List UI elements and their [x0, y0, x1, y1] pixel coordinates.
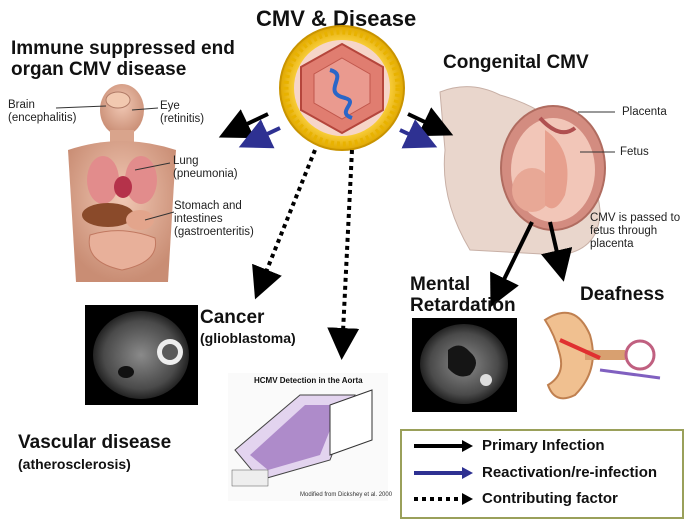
- cancer-heading: Cancer: [200, 307, 265, 328]
- legend-reactivation: Reactivation/re-infection: [412, 464, 657, 481]
- legend-reactivation-arrow-icon: [414, 466, 473, 479]
- aorta-panel-title: HCMV Detection in the Aorta: [254, 376, 363, 385]
- pregnant-woman-figure: [439, 86, 615, 256]
- legend-contributing-arrow-icon: [414, 492, 473, 505]
- label-eye: Eye (retinitis): [160, 100, 205, 125]
- mental-heading: Mental Retardation: [410, 274, 516, 316]
- legend-box: Primary Infection Reactivation/re-infect…: [400, 429, 684, 519]
- human-body-figure: [68, 84, 176, 282]
- cancer-subheading: (glioblastoma): [200, 330, 296, 346]
- vascular-heading: Vascular disease: [18, 432, 172, 453]
- congenital-heading: Congenital CMV: [443, 52, 589, 73]
- glioblastoma-mri-image: [85, 305, 198, 405]
- aorta-diagram: [228, 373, 388, 501]
- brain-ct-image: [412, 318, 517, 412]
- label-stomach: Stomach and intestines (gastroenteritis): [174, 200, 254, 238]
- immune-heading: Immune suppressed end organ CMV disease: [11, 38, 235, 80]
- label-brain: Brain (encephalitis): [8, 99, 77, 124]
- legend-reactivation-label: Reactivation/re-infection: [482, 464, 658, 481]
- contributing-factor-arrows: [252, 149, 360, 360]
- congenital-note: CMV is passed to fetus through placenta: [590, 212, 681, 250]
- legend-contributing-label: Contributing factor: [482, 490, 618, 507]
- label-fetus: Fetus: [620, 146, 649, 158]
- reactivation-arrows: [238, 119, 438, 149]
- virus-particle-icon: [279, 25, 405, 151]
- label-lung: Lung (pneumonia): [173, 155, 238, 180]
- vascular-subheading: (atherosclerosis): [18, 456, 131, 472]
- legend-primary-label: Primary Infection: [482, 437, 605, 454]
- legend-primary-arrow-icon: [414, 439, 473, 452]
- body-label-pointers: [55, 105, 175, 221]
- deafness-heading: Deafness: [580, 284, 665, 305]
- legend-contributing: Contributing factor: [412, 490, 618, 507]
- label-placenta: Placenta: [622, 106, 667, 118]
- legend-primary: Primary Infection: [412, 437, 605, 454]
- aorta-panel-credit: Modified from Dickshey et al. 2000: [300, 492, 393, 498]
- ear-anatomy-image: [528, 302, 680, 408]
